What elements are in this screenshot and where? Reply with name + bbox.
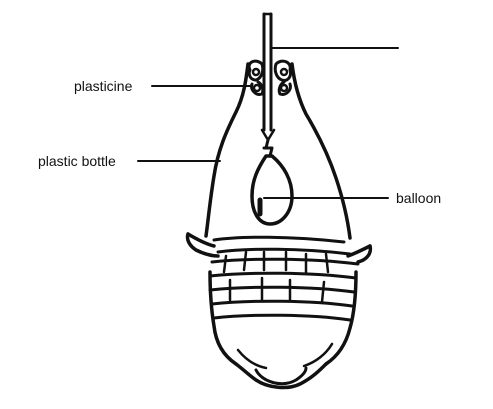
balloon-neck (262, 138, 274, 158)
plasticine-stopper (247, 59, 292, 96)
plastic-bottle (204, 62, 358, 390)
tube (260, 12, 276, 142)
bottle-band (208, 250, 360, 322)
plastic-bottle-label: plastic bottle (38, 153, 116, 169)
plasticine-label: plasticine (74, 78, 133, 94)
balloon (250, 154, 294, 226)
bottle-cut-rim (185, 232, 373, 264)
balloon-label: balloon (396, 190, 442, 206)
